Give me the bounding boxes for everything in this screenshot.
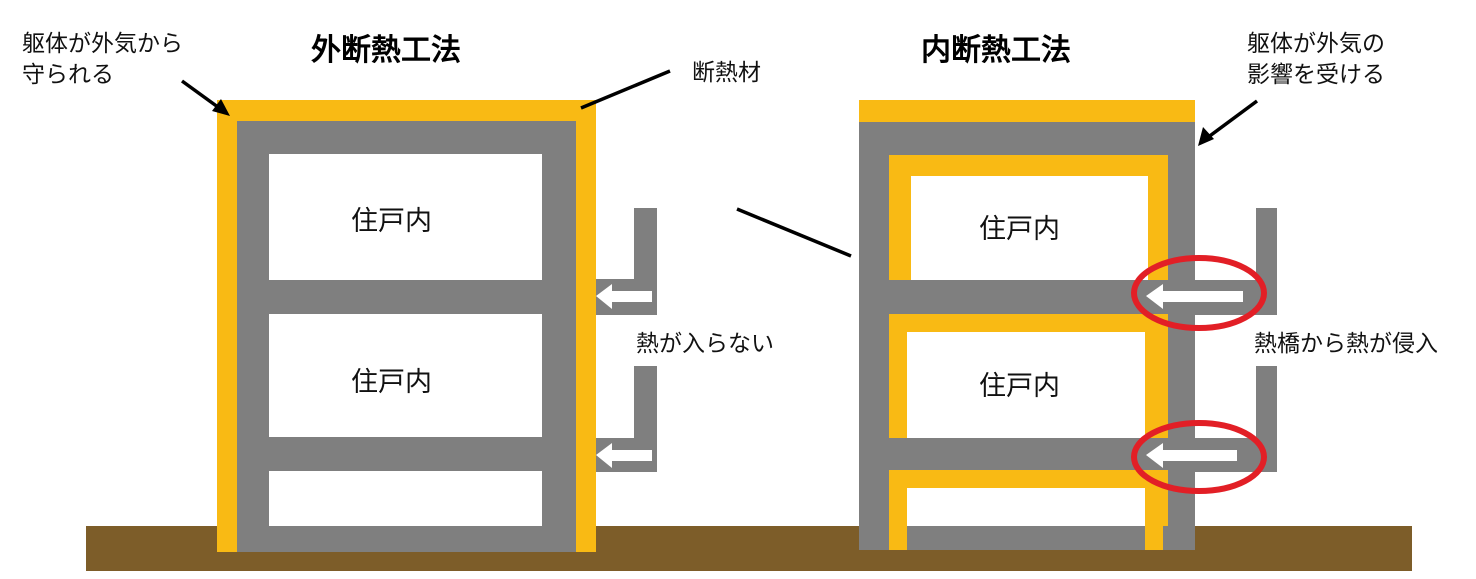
note-affected-line1: 躯体が外気の — [1247, 31, 1385, 57]
internal-heat-label: 熱橋から熱が侵入 — [1254, 331, 1438, 357]
note-affected-line2: 影響を受ける — [1247, 62, 1385, 88]
leader-protected-arrowhead — [212, 99, 230, 116]
leader-protected — [180, 79, 224, 112]
external-room-upper — [269, 154, 542, 280]
thermal-bridge-highlights — [1131, 255, 1267, 494]
leader-insulation — [580, 69, 671, 110]
internal-title: 内断熱工法 — [921, 33, 1071, 68]
note-protected-line1: 躯体が外気から — [22, 31, 183, 57]
internal-insulation-leg-right — [1145, 526, 1163, 550]
external-arrow-upper — [596, 284, 652, 309]
leader-affected — [1205, 99, 1259, 140]
external-ground-floor-opening — [269, 471, 542, 526]
external-room-lower-label: 住戸内 — [351, 367, 432, 398]
external-balcony-lower-rail — [634, 366, 657, 472]
internal-roof-insulation — [859, 100, 1195, 122]
internal-room-upper — [911, 176, 1148, 280]
internal-arrow-lower — [1146, 443, 1237, 468]
internal-insulation-leg-left — [889, 526, 907, 550]
internal-heat-arrows — [1146, 284, 1243, 468]
note-protected-line2: 守られる — [22, 62, 114, 88]
external-balcony-upper-rail — [634, 208, 657, 315]
leader-center — [736, 207, 852, 258]
thermal-bridge-ring-upper — [1131, 255, 1267, 331]
external-insulation-building — [217, 100, 596, 552]
internal-room-upper-label: 住戸内 — [979, 214, 1060, 245]
external-heat-arrows — [596, 284, 652, 468]
external-room-lower — [269, 314, 542, 437]
internal-ground-floor-opening — [907, 488, 1145, 526]
external-heat-label: 熱が入らない — [636, 331, 774, 357]
internal-arrow-upper — [1146, 284, 1243, 309]
internal-room-lower-label: 住戸内 — [979, 371, 1060, 402]
external-arrow-lower — [596, 443, 652, 468]
internal-room-lower — [907, 332, 1145, 438]
internal-insulation-building — [859, 100, 1195, 550]
thermal-bridge-ring-lower — [1131, 420, 1267, 494]
external-room-upper-label: 住戸内 — [351, 206, 432, 237]
internal-balcony-upper-rail — [1256, 208, 1277, 315]
insulation-label: 断熱材 — [692, 60, 761, 86]
leader-affected-arrowhead — [1198, 127, 1214, 146]
external-title: 外断熱工法 — [311, 33, 461, 68]
leader-lines — [180, 69, 1259, 258]
